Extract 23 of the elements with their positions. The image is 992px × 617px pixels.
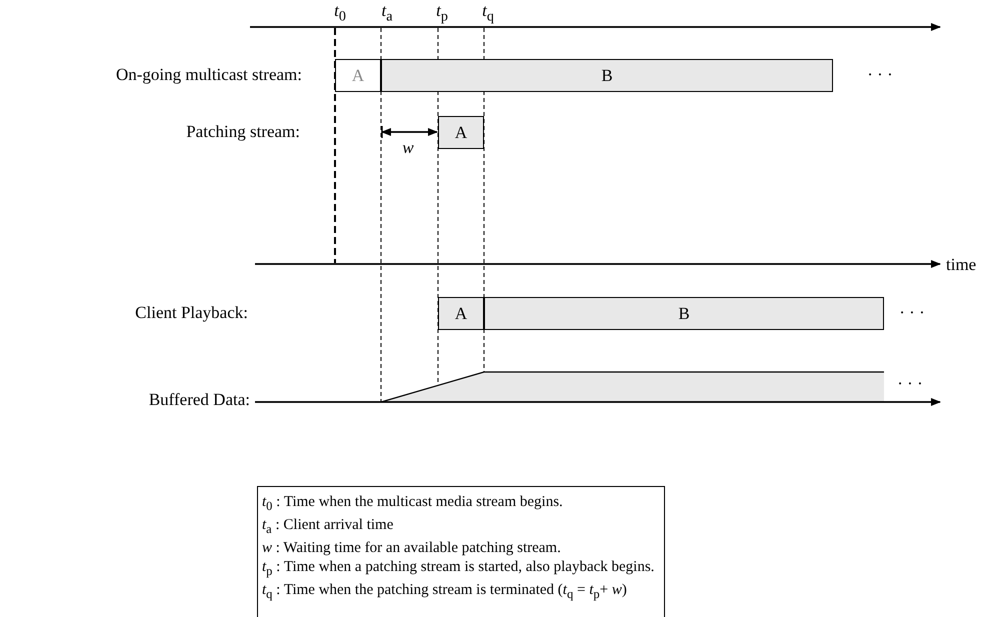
segment-box: B — [484, 297, 884, 330]
legend-text: t$_{0}$ : Time when the multicast media stream begins. — [262, 493, 564, 515]
row-label: On-going multicast stream: — [116, 65, 302, 85]
continuation-dots: · · · — [897, 374, 923, 394]
tick-label: t$_{a}$ — [381, 1, 393, 27]
segment-box: A — [438, 297, 484, 330]
tick-label: t$_{0}$ — [334, 1, 346, 27]
axis-label: time — [946, 255, 976, 275]
row-label: Client Playback: — [135, 303, 248, 323]
segment-box: B — [381, 59, 833, 92]
tick-label: t$_{p}$ — [436, 1, 448, 27]
legend-text: t$_{q}$ : Time when the patching stream is terminated (t$_{q}$ = t$_{p}$+ w) — [262, 581, 628, 603]
continuation-dots: · · · — [867, 65, 893, 85]
legend-text: w : Waiting time for an available patching stream. — [262, 539, 562, 558]
segment-box: A — [335, 59, 381, 92]
legend-text: t$_{a}$ : Client arrival time — [262, 516, 394, 538]
row-label: Patching stream: — [186, 122, 300, 142]
dimension-label: w — [402, 138, 414, 158]
segment-box: A — [438, 116, 484, 149]
legend-text: t$_{p}$ : Time when a patching stream is started, also playback begins. — [262, 558, 656, 580]
row-label: Buffered Data: — [148, 390, 250, 410]
tick-label: t$_{q}$ — [482, 1, 494, 27]
continuation-dots: · · · — [899, 303, 925, 323]
